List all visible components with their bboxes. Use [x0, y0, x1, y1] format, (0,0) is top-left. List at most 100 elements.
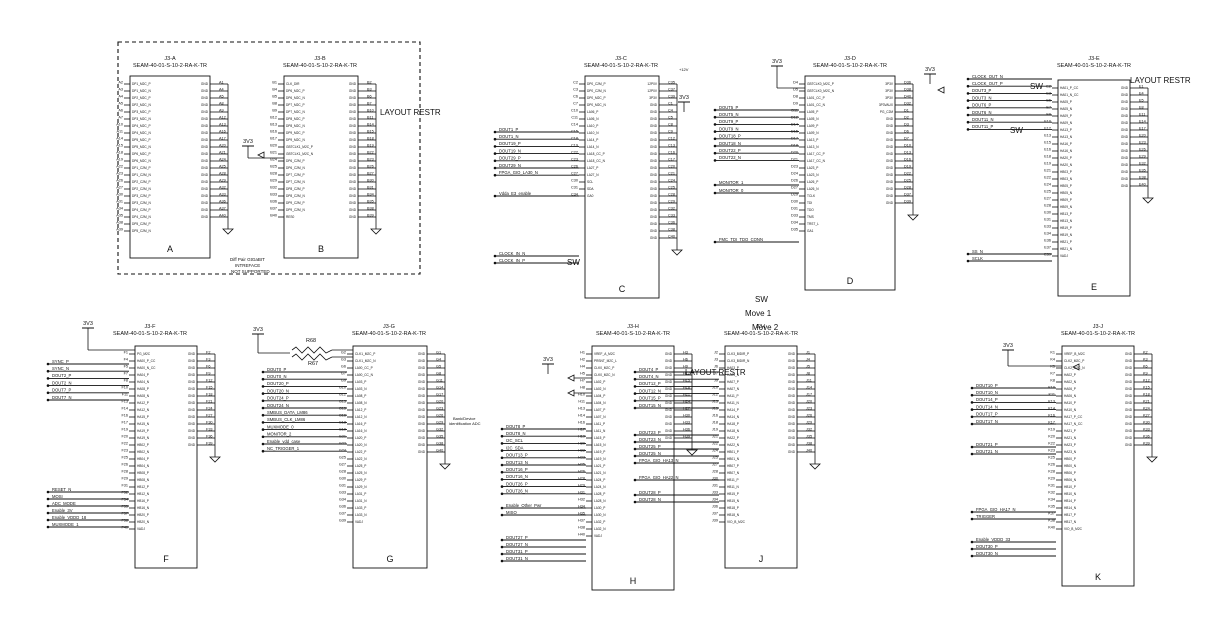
pin-number: E33: [1044, 224, 1051, 228]
pin-name: LA15_N: [594, 443, 606, 447]
pin-name: GA1: [807, 229, 814, 233]
pin-name: GND: [1125, 394, 1133, 398]
pin-name: LA10_P: [587, 124, 598, 128]
net-dot: [500, 456, 504, 460]
pin-number: J40: [806, 448, 812, 452]
pin-number: H37: [578, 518, 585, 522]
pin-name: GND: [788, 387, 796, 391]
pin-name: GND: [650, 201, 658, 205]
pin-name: GND: [1125, 359, 1133, 363]
pin-number: E19: [1044, 161, 1051, 165]
pin-name: VADJ: [355, 520, 363, 524]
pin-number: C7: [573, 101, 578, 105]
pin-number: J23: [806, 406, 812, 410]
net-label: DOUT0_N: [267, 374, 287, 379]
pin-name: HB19_P: [1060, 226, 1072, 230]
net-label: DOUT26_N: [506, 489, 528, 494]
pin-name: GND: [349, 201, 357, 205]
pin-number: G10: [339, 385, 346, 389]
pin-name: HB15_P: [727, 492, 739, 496]
connector-part-c: SEAM-40-01-S-10-2-RA-K-TR: [584, 63, 658, 69]
net-dot: [46, 504, 50, 508]
pin-name: GND: [418, 408, 426, 412]
pin-number: E34: [1044, 231, 1051, 235]
connector-b: [283, 75, 359, 259]
pin-name: LA32_P: [594, 520, 605, 524]
pin-name: GND: [201, 159, 209, 163]
pin-name: HB09_P: [1060, 198, 1072, 202]
pin-number: J39: [712, 518, 718, 522]
pin-name: GND: [1121, 135, 1129, 139]
pin-name: GND: [788, 408, 796, 412]
pin-name: DP1_C2M_N: [132, 173, 151, 177]
pin-number: F8: [124, 378, 128, 382]
pin-number: G18: [339, 420, 346, 424]
net-dot: [713, 115, 717, 119]
pin-name: HB04_N: [137, 464, 150, 468]
pin-number: G25: [339, 455, 346, 459]
pin-number: K22: [1048, 441, 1055, 445]
pin-number: F29: [121, 476, 128, 480]
connector-e: [1057, 79, 1131, 297]
pin-name: GND: [349, 187, 357, 191]
pin-number: E16: [1044, 147, 1051, 151]
pin-name: HA15_N: [137, 422, 150, 426]
pin-name: DP3_C2M_P: [132, 194, 151, 198]
pin-number: E1: [1139, 84, 1144, 88]
pin-name: GND: [650, 229, 658, 233]
pin-name: GND: [1121, 142, 1129, 146]
pin-number: B30: [367, 178, 374, 182]
pin-name: LA22_P: [355, 450, 366, 454]
pin-number: J2: [714, 350, 718, 354]
net-label: Enable_VDDD_18: [52, 515, 87, 520]
connector-ref-e: J3-E: [1088, 56, 1100, 62]
pin-name: GND: [665, 429, 673, 433]
pin-name: HA09_N: [1060, 121, 1073, 125]
pin-name: HA23_N: [1064, 450, 1077, 454]
net-label: MISO: [506, 510, 517, 515]
pin-name: GND: [349, 166, 357, 170]
net-label: DOUT24_N: [267, 403, 289, 408]
net-label: DOUT14_N: [976, 404, 998, 409]
pin-number: K18: [1143, 392, 1150, 396]
pin-name: GND: [349, 159, 357, 163]
pin-number: C5: [668, 115, 673, 119]
pin-number: C8: [668, 122, 673, 126]
pin-number: D6: [904, 129, 909, 133]
pin-number: F24: [206, 406, 213, 410]
pin-number: E17: [1139, 126, 1146, 130]
pin-number: F10: [121, 385, 128, 389]
pin-number: H2: [580, 357, 585, 361]
connector-ref-j: J3-J: [1093, 324, 1104, 330]
pin-number: B36: [270, 199, 277, 203]
pin-number: B38: [367, 206, 374, 210]
pin-number: F26: [121, 462, 128, 466]
pin-number: D20: [791, 150, 798, 154]
pin-name: RES0: [286, 215, 295, 219]
pin-name: HB00_N: [1064, 464, 1077, 468]
pin-name: HB01_N: [727, 457, 740, 461]
net-label: MONITOR_1: [719, 180, 744, 185]
pin-number: H7: [580, 378, 585, 382]
net-label: DOUT2_N: [52, 380, 72, 385]
gnd-symbol-f: [209, 456, 221, 463]
pin-number: G16: [339, 413, 346, 417]
pin-number: K32: [1048, 490, 1055, 494]
pin-name: DP3_C2M_N: [132, 201, 151, 205]
connector-letter-a: A: [167, 244, 173, 254]
pin-number: H16: [578, 420, 585, 424]
pin-name: GND: [665, 394, 673, 398]
pin-number: K12: [1143, 378, 1150, 382]
pin-number: K6: [1143, 364, 1148, 368]
pin-name: GND: [665, 366, 673, 370]
pin-name: LA30_N: [594, 513, 606, 517]
pin-number: F32: [121, 490, 128, 494]
pin-name: GND: [1125, 415, 1133, 419]
pin-number: G5: [436, 364, 441, 368]
pin-number: B5: [272, 94, 277, 98]
pin-name: GND: [1121, 184, 1129, 188]
pin-name: GND: [1121, 156, 1129, 160]
pin-number: C23: [571, 157, 578, 161]
net-label: DOUT15_N: [639, 403, 661, 408]
